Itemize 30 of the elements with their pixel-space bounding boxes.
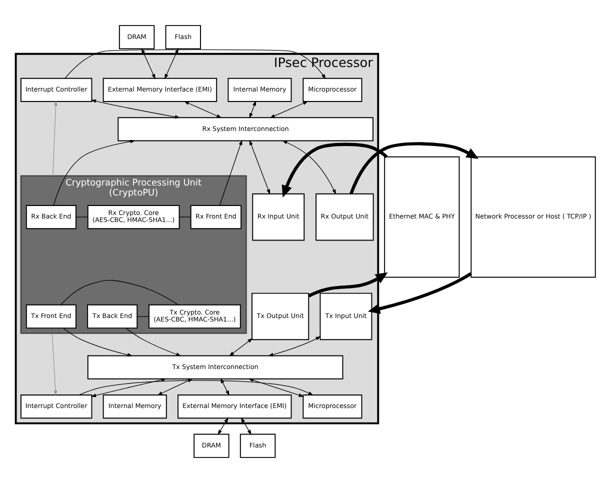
- arrow: [270, 100, 308, 118]
- arrow: [268, 336, 321, 356]
- arrow: [282, 140, 336, 194]
- arrow: [126, 327, 182, 356]
- arrow: [52, 332, 58, 396]
- arrow: [240, 416, 252, 434]
- arrow: [90, 378, 167, 397]
- arrow: [63, 327, 133, 356]
- connector: [179, 216, 191, 217]
- arrow: [141, 48, 156, 79]
- connector: [60, 280, 179, 305]
- arrow: [229, 338, 253, 356]
- arrow: [220, 378, 230, 396]
- arrow: [78, 380, 314, 395]
- arrow: [368, 272, 472, 314]
- arrow: [90, 98, 180, 118]
- arrow: [218, 416, 228, 434]
- arrow: [53, 139, 136, 206]
- arrow: [52, 100, 58, 176]
- arrow: [219, 139, 242, 206]
- arrow: [64, 48, 326, 79]
- arrow: [308, 272, 388, 297]
- arrow: [249, 139, 270, 194]
- arrow: [184, 100, 222, 118]
- arrow: [350, 142, 479, 194]
- arrow: [248, 378, 304, 396]
- arrow: [249, 100, 256, 118]
- arrow: [282, 142, 388, 198]
- connector: [76, 216, 88, 217]
- arrow: [164, 48, 178, 79]
